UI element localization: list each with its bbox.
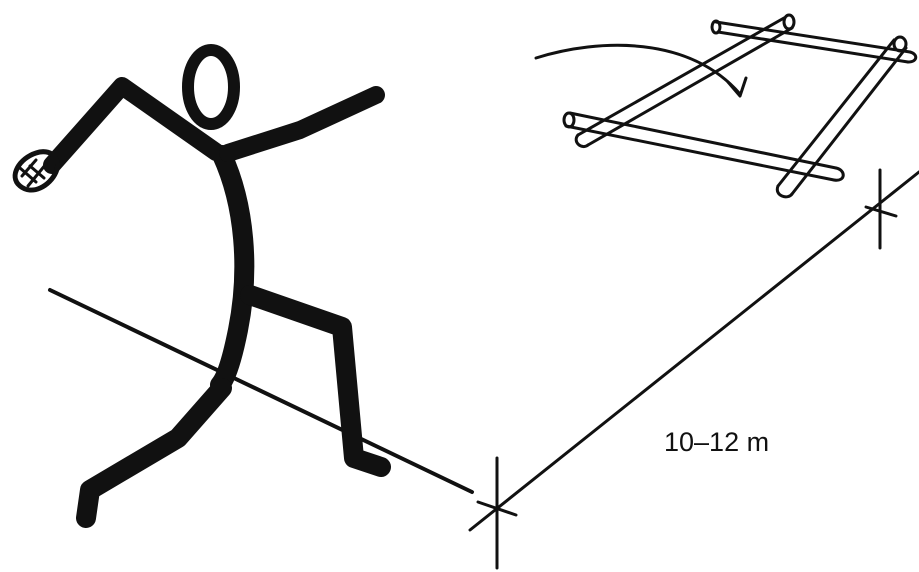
stick-figure [52, 50, 381, 518]
figure-body [220, 155, 244, 385]
distance-measure-line [470, 172, 919, 530]
figure-head [188, 50, 234, 124]
throw-line [50, 290, 472, 492]
end-tick-mark [866, 170, 896, 248]
target-stick-frame [564, 15, 916, 197]
figure-front-leg [250, 295, 381, 467]
flight-path-arrow [536, 45, 746, 96]
figure-front-arm [228, 95, 376, 153]
distance-label: 10–12 m [664, 427, 769, 457]
start-tick-mark [478, 458, 516, 568]
figure-back-leg [86, 388, 222, 518]
